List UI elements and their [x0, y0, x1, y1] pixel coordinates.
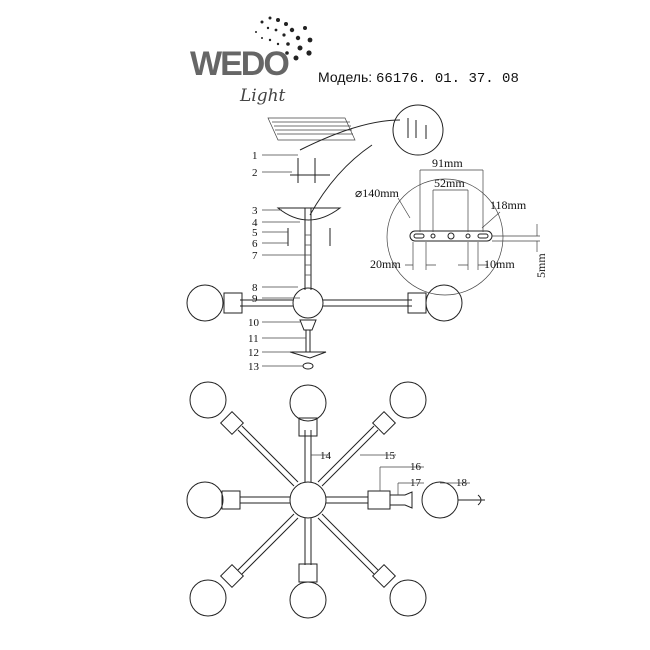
callout-8: 8 — [252, 282, 298, 294]
dim-5: 5mm — [534, 253, 548, 278]
svg-text:3: 3 — [252, 205, 258, 217]
callout-4: 4 — [252, 217, 300, 229]
dim-91: 91mm — [432, 156, 463, 170]
svg-text:5: 5 — [252, 227, 258, 239]
callout-3: 3 — [252, 205, 282, 217]
callout-12: 12 — [248, 347, 292, 359]
dim-10: 10mm — [484, 257, 515, 271]
lower-top-view — [186, 381, 485, 619]
upper-assembly — [186, 158, 463, 370]
model-label: Модель: 66176. 01. 37. 08 — [318, 69, 519, 87]
callout-5: 5 — [252, 227, 288, 239]
callout-16: 16 — [379, 461, 424, 491]
svg-text:1: 1 — [252, 150, 258, 162]
callout-14: 14 — [311, 450, 332, 462]
callout-17: 17 — [397, 477, 424, 495]
svg-text:4: 4 — [252, 217, 258, 229]
logo-swirl-icon — [255, 16, 313, 61]
callout-1: 1 — [252, 150, 298, 162]
svg-text:9: 9 — [252, 293, 258, 305]
callout-18: 18 — [440, 477, 470, 489]
callout-11: 11 — [248, 333, 306, 345]
mounting-plate-detail: 91mm 52mm ⌀140mm 118mm 20mm 10mm 5mm — [355, 156, 548, 296]
brand-logo: WEDO — [190, 45, 290, 83]
callout-10: 10 — [248, 317, 300, 329]
callout-9: 9 — [252, 293, 300, 305]
callout-7: 7 — [252, 250, 305, 262]
dim-118: 118mm — [490, 198, 527, 212]
upper-callouts: 1 2 3 4 5 6 7 8 9 10 11 12 13 — [248, 150, 306, 373]
svg-text:7: 7 — [252, 250, 258, 262]
callout-2: 2 — [252, 167, 292, 179]
detail-magnifier — [392, 104, 444, 156]
svg-text:8: 8 — [252, 282, 258, 294]
dim-52: 52mm — [434, 176, 465, 190]
ceiling-hatch — [267, 117, 356, 141]
callout-6: 6 — [252, 238, 288, 250]
svg-text:12: 12 — [248, 347, 259, 359]
connection-arc — [299, 119, 401, 151]
callout-15: 15 — [360, 450, 396, 462]
dim-diameter: ⌀140mm — [355, 186, 400, 200]
model-number: 66176. 01. 37. 08 — [376, 71, 519, 87]
lower-callouts: 14 15 16 17 18 — [311, 450, 470, 495]
svg-text:13: 13 — [248, 361, 260, 373]
svg-text:14: 14 — [320, 450, 332, 462]
dim-20: 20mm — [370, 257, 401, 271]
svg-text:11: 11 — [248, 333, 259, 345]
svg-text:2: 2 — [252, 167, 258, 179]
callout-13: 13 — [248, 361, 303, 373]
connection-arc-2 — [309, 144, 373, 216]
brand-logo-sub: Light — [240, 86, 286, 106]
svg-text:10: 10 — [248, 317, 260, 329]
svg-text:15: 15 — [384, 450, 396, 462]
svg-text:6: 6 — [252, 238, 258, 250]
